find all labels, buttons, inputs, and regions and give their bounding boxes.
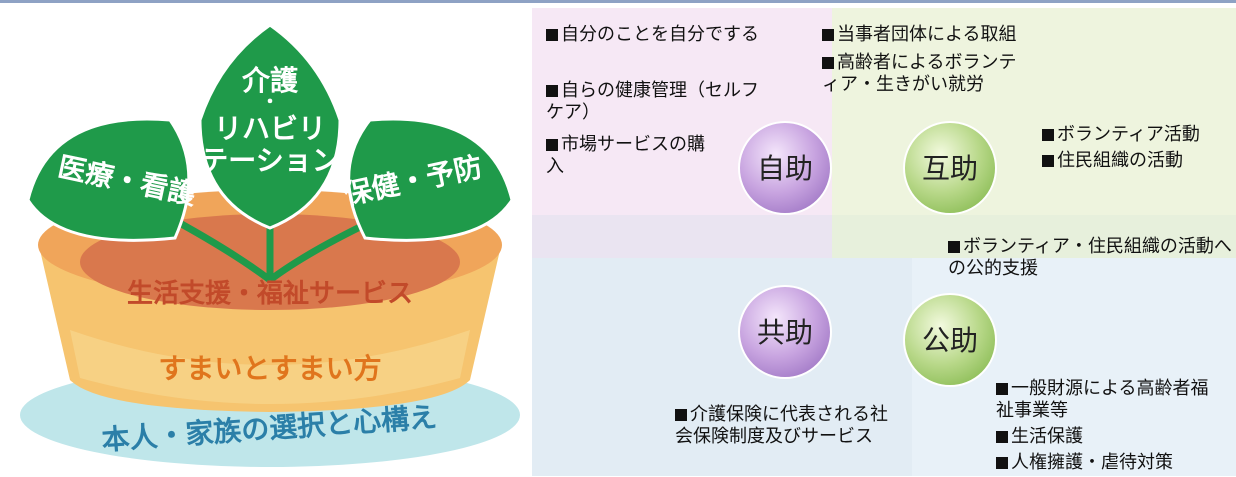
- self-label: 自助: [757, 152, 813, 185]
- bullet-square-icon: [996, 431, 1008, 443]
- soil-text: 生活支援・福祉サービス: [127, 279, 413, 309]
- bullet-square-icon: [1042, 129, 1054, 141]
- self-item-3: 市場サービスの購入: [546, 134, 705, 177]
- mutual-item-right-2: 住民組織の活動: [1042, 150, 1183, 172]
- self-lower-band: [532, 215, 832, 258]
- leaf-center-text-2: リハビリ: [214, 112, 326, 145]
- mutual-item-bottom: ボランティア・住民組織の活動への公的支援: [948, 236, 1232, 279]
- pot-text: すまいとすまい方: [158, 352, 381, 385]
- bullet-square-icon: [675, 409, 687, 421]
- self-item-1: 自分のことを自分でする: [546, 24, 776, 46]
- bullet-square-icon: [948, 241, 960, 253]
- self-circle: [738, 121, 832, 215]
- bullet-square-icon: [996, 383, 1008, 395]
- mutual-label: 互助: [922, 152, 978, 185]
- public-label: 公助: [922, 324, 978, 357]
- bullet-square-icon: [1042, 155, 1054, 167]
- mutual-item-right-1: ボランティア活動: [1042, 124, 1200, 146]
- pot-highlight: [70, 330, 470, 404]
- leaf-right: [347, 117, 514, 242]
- top-rule: [0, 0, 1236, 3]
- leaf-center-text-3: テーション: [200, 144, 339, 177]
- public-item-3: 人権擁護・虐待対策: [996, 452, 1173, 474]
- mutual-item-top-2: 高齢者によるボランティア・生きがい就労: [822, 52, 1017, 95]
- bullet-square-icon: [822, 29, 834, 41]
- mutual-circle: [903, 121, 997, 215]
- public-item-1: 一般財源による高齢者福祉事業等: [996, 378, 1209, 421]
- self-item-2: 自らの健康管理（セルフケア）: [546, 80, 759, 123]
- bullet-square-icon: [546, 139, 558, 151]
- leaf-left: [26, 117, 191, 242]
- bullet-square-icon: [996, 457, 1008, 469]
- shared-circle: [738, 285, 832, 379]
- bullet-square-icon: [822, 57, 834, 69]
- leaf-center-dot: ・: [261, 92, 279, 113]
- plant-diagram: 医療・看護 介護 ・ リハビリ テーション 保健・予防 生活支援・福祉サービス …: [20, 23, 520, 467]
- public-circle: [903, 293, 997, 387]
- leaf-center-text-1: 介護: [241, 64, 299, 97]
- shared-bg: [532, 258, 912, 476]
- bullet-square-icon: [546, 85, 558, 97]
- shared-label: 共助: [757, 316, 813, 349]
- shared-item-1: 介護保険に代表される社会保険制度及びサービス: [675, 404, 888, 447]
- mutual-lower-band: [832, 215, 1236, 258]
- public-item-2: 生活保護: [996, 426, 1083, 448]
- leaf-center: [198, 23, 342, 230]
- mutual-item-top-1: 当事者団体による取組: [822, 24, 1082, 46]
- bullet-square-icon: [546, 29, 558, 41]
